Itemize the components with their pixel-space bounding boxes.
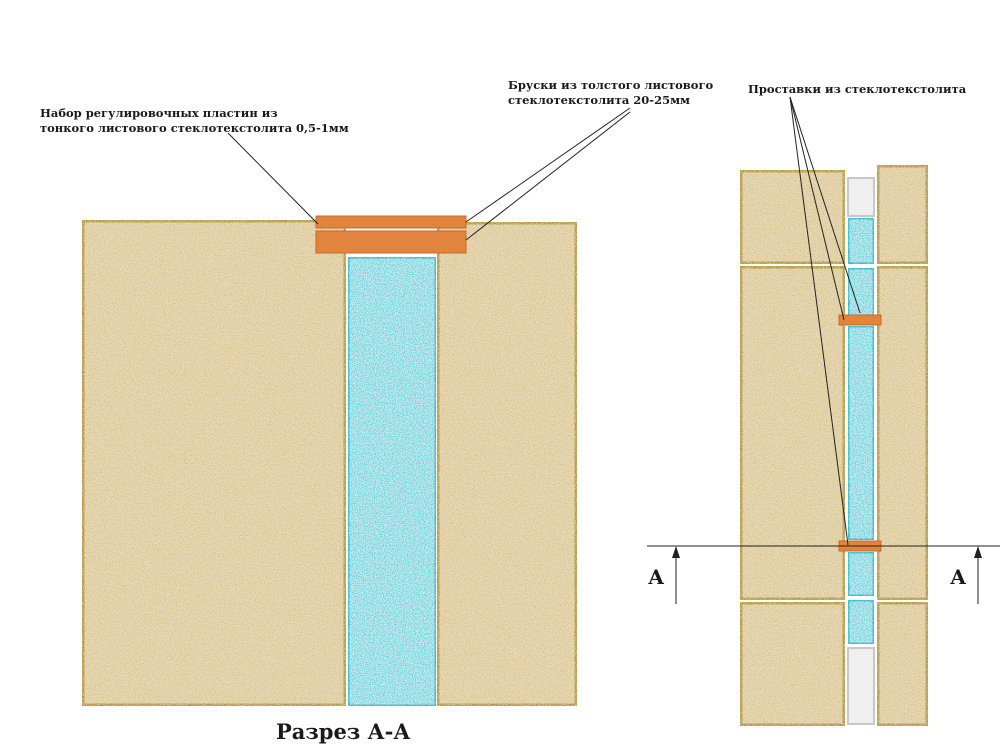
shim-plate-upper [315, 215, 467, 229]
elev-brick-right-mid [874, 263, 931, 603]
brick-right-narrow [434, 219, 580, 709]
elev-white-block-top [847, 177, 875, 217]
section-caption: Разрез А-А [276, 719, 410, 744]
section-mark-left: А [648, 565, 665, 589]
elev-brick-left-mid [737, 263, 848, 603]
leader-spacer-3 [789, 96, 849, 546]
leader-lines [227, 96, 1000, 604]
elev-glass-5 [846, 598, 876, 646]
section-view [79, 215, 580, 709]
label-shims-line1: Набор регулировочных пластин из [40, 106, 278, 120]
elevation-view [737, 162, 931, 729]
section-arrow-right-head [974, 546, 982, 558]
label-bars-line2: стеклотекстолита 20-25мм [508, 93, 690, 107]
leader-bars-a [465, 107, 631, 223]
leader-shims [227, 132, 319, 225]
glass-channel [346, 255, 438, 708]
label-bars-line1: Бруски из толстого листового [508, 78, 714, 92]
elev-glass-2 [846, 266, 876, 318]
label-shims-line2: тонкого листового стеклотекстолита 0,5-1… [40, 121, 349, 135]
elev-white-block-bot [847, 647, 875, 725]
leader-spacer-2 [789, 96, 861, 314]
elev-glass-1 [846, 216, 876, 266]
elev-glass-4 [846, 550, 876, 598]
bar-plate-lower [315, 230, 467, 254]
brick-left-large [79, 217, 349, 709]
label-spacers: Проставки из стеклотекстолита [748, 82, 967, 96]
elev-brick-right-top [874, 162, 931, 267]
leader-bars-b [465, 111, 631, 241]
elev-brick-right-bot [874, 599, 931, 729]
spacer-upper [838, 314, 882, 326]
section-mark-right: А [950, 565, 967, 589]
elev-brick-left-bot [737, 599, 848, 729]
leader-spacer-1 [789, 96, 845, 321]
elev-glass-3 [846, 324, 876, 542]
section-arrow-left-head [672, 546, 680, 558]
